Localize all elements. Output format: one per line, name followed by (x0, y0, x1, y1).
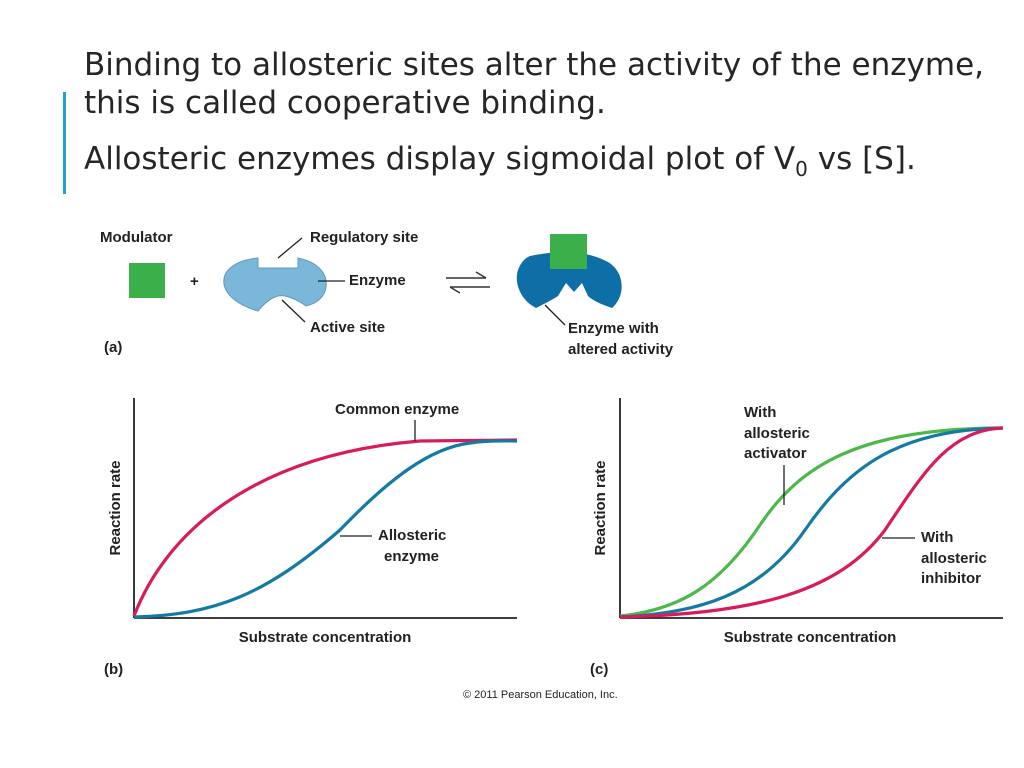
active-site-leader (281, 299, 306, 323)
common-enzyme-curve (132, 438, 518, 617)
panel-c-y-label: Reaction rate (592, 460, 609, 555)
altered-enzyme-label-2: altered activity (568, 341, 674, 358)
equilibrium-arrows (446, 271, 490, 294)
allosteric-enzyme-curve-c (619, 426, 1004, 619)
enzyme-label: Enzyme (349, 272, 406, 289)
active-site-label: Active site (310, 319, 385, 336)
paragraph-sigmoidal-suffix: vs [S]. (807, 141, 916, 177)
enzyme-shape (223, 257, 327, 312)
paragraph-sigmoidal-prefix: Allosteric enzymes display sigmoidal plo… (84, 141, 796, 177)
allosteric-enzyme-curve (133, 439, 518, 619)
altered-enzyme-shape (516, 252, 622, 308)
paragraph-sigmoidal-subscript: 0 (795, 157, 808, 182)
panel-b: Reaction rate Substrate concentration Co… (104, 398, 518, 678)
modulator-square (129, 263, 165, 298)
allosteric-enzyme-label-2: enzyme (384, 548, 439, 565)
paragraph-cooperative-binding: Binding to allosteric sites alter the ac… (84, 47, 984, 121)
panel-a: Modulator + Regulatory site Enzyme Activ… (100, 229, 674, 358)
common-enzyme-label: Common enzyme (335, 401, 459, 418)
activator-label-3: activator (744, 445, 807, 462)
accent-bar (63, 92, 66, 194)
panel-b-tag: (b) (104, 661, 123, 678)
modulator-label: Modulator (100, 229, 173, 246)
plus-sign: + (190, 273, 199, 290)
paragraph-sigmoidal-plot: Allosteric enzymes display sigmoidal plo… (84, 140, 984, 188)
regulatory-site-label: Regulatory site (310, 229, 418, 246)
inhibitor-curve (619, 426, 1004, 619)
bound-modulator-square (550, 234, 587, 269)
regulatory-site-leader (277, 237, 303, 259)
panel-c-x-label: Substrate concentration (724, 629, 897, 646)
copyright-notice: © 2011 Pearson Education, Inc. (463, 689, 618, 701)
altered-enzyme-leader (544, 304, 566, 326)
inhibitor-label-2: allosteric (921, 550, 987, 567)
panel-b-x-label: Substrate concentration (239, 629, 412, 646)
panel-c-tag: (c) (590, 661, 608, 678)
allosteric-enzyme-label-1: Allosteric (378, 527, 446, 544)
altered-enzyme-label-1: Enzyme with (568, 320, 659, 337)
panel-b-y-label: Reaction rate (107, 460, 124, 555)
inhibitor-label-1: With (921, 529, 953, 546)
panel-c: Reaction rate Substrate concentration Wi… (590, 398, 1004, 678)
activator-curve (619, 426, 1004, 618)
activator-label-1: With (744, 404, 776, 421)
panel-a-tag: (a) (104, 339, 122, 356)
inhibitor-label-3: inhibitor (921, 570, 981, 587)
activator-label-2: allosteric (744, 425, 810, 442)
